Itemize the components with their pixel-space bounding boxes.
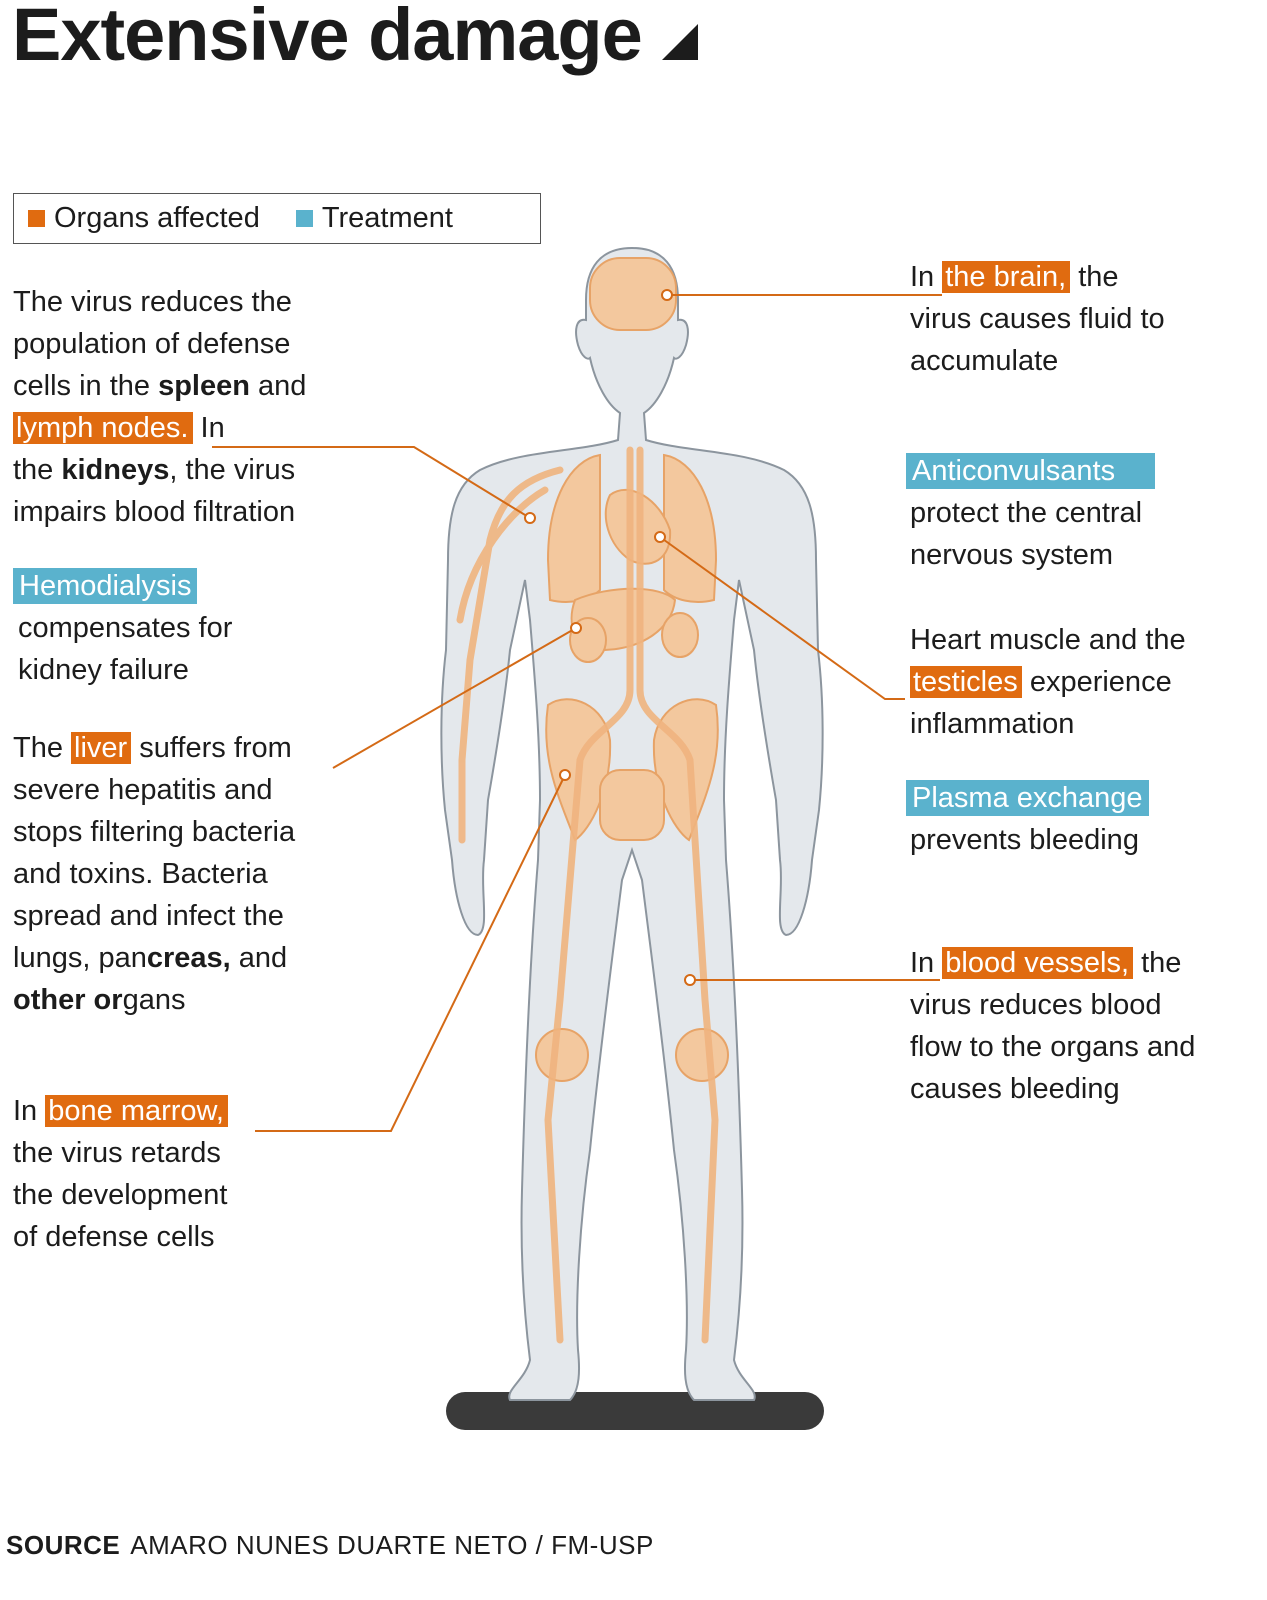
legend-treatment-label: Treatment bbox=[321, 202, 453, 234]
spleen-line: The virus reduces the bbox=[13, 286, 292, 318]
text-run: the bbox=[13, 454, 62, 486]
text-run: the bbox=[1070, 261, 1119, 293]
source-text: AMARO NUNES DUARTE NETO / FM-USP bbox=[130, 1530, 654, 1560]
vessels-annotation: In blood vessels, the virus reduces bloo… bbox=[910, 942, 1195, 1110]
liver-line: stops filtering bacteria bbox=[13, 816, 296, 848]
tag-anticonvulsants: Anticonvulsants bbox=[906, 453, 1156, 489]
heart-line: inflammation bbox=[910, 708, 1075, 740]
sacrum bbox=[599, 769, 665, 841]
legend-organs-label: Organs affected bbox=[54, 202, 260, 234]
spleen-line: the kidneys, the virus bbox=[13, 449, 306, 491]
hemodialysis-line: compensates for bbox=[18, 612, 233, 644]
spleen-line: impairs blood filtration bbox=[13, 496, 296, 528]
plasma-annotation: Plasma exchange prevents bleeding bbox=[906, 777, 1149, 861]
spleen-line: lymph nodes. In bbox=[13, 407, 306, 449]
hemodialysis-line: kidney failure bbox=[18, 654, 189, 686]
spleen-line: cells in the spleen and bbox=[13, 365, 306, 407]
kidney-right bbox=[661, 612, 699, 658]
liver-line: lungs, pancreas, and bbox=[13, 937, 295, 979]
text-run: suffers from bbox=[131, 732, 292, 764]
lung-right bbox=[663, 453, 718, 603]
heart-line: testicles experience bbox=[910, 661, 1186, 703]
highlight-bone-marrow: bone marrow, bbox=[45, 1095, 228, 1127]
legend-item-treatment: Treatment bbox=[295, 202, 453, 235]
text-run: and bbox=[249, 370, 307, 402]
bold-term: other or bbox=[13, 984, 123, 1016]
highlight-liver: liver bbox=[71, 732, 132, 764]
text-run: and bbox=[230, 942, 288, 974]
brain-annotation: In the brain, the virus causes fluid to … bbox=[910, 256, 1165, 382]
text-run: the bbox=[1133, 947, 1182, 979]
liver-line: The liver suffers from bbox=[13, 727, 295, 769]
spleen-annotation: The virus reduces the population of defe… bbox=[13, 281, 306, 533]
leader-lines bbox=[212, 294, 942, 1132]
anticonvulsants-annotation: Anticonvulsants protect the central nerv… bbox=[906, 450, 1156, 576]
marrow-line: of defense cells bbox=[13, 1221, 215, 1253]
page-title: Extensive damage bbox=[12, 0, 643, 76]
anticonvulsants-line: protect the central bbox=[910, 497, 1143, 529]
tag-hemodialysis: Hemodialysis bbox=[13, 568, 198, 604]
liver-line: other organs bbox=[13, 979, 295, 1021]
bold-term: creas, bbox=[146, 942, 231, 974]
platform-base bbox=[446, 1392, 824, 1430]
treatment-swatch bbox=[295, 210, 313, 227]
knee-right bbox=[675, 1028, 729, 1082]
marrow-line: the development bbox=[13, 1179, 228, 1211]
marrow-line: In bone marrow, bbox=[13, 1090, 228, 1132]
liver-line: spread and infect the bbox=[13, 900, 284, 932]
corner-triangle-icon bbox=[662, 24, 698, 60]
liver-annotation: The liver suffers from severe hepatitis … bbox=[13, 727, 295, 1021]
brain-line: accumulate bbox=[910, 345, 1059, 377]
source-footer: SOURCE AMARO NUNES DUARTE NETO / FM-USP bbox=[6, 1530, 654, 1561]
anticonvulsants-tag-row: Anticonvulsants bbox=[906, 450, 1156, 492]
anticonvulsants-line: nervous system bbox=[910, 539, 1114, 571]
organs-swatch bbox=[28, 210, 45, 227]
brain-line: In the brain, the bbox=[910, 256, 1165, 298]
heart-line: Heart muscle and the bbox=[910, 624, 1186, 656]
vessels-line: In blood vessels, the bbox=[910, 942, 1195, 984]
text-run: experience bbox=[1021, 666, 1172, 698]
text-run: In bbox=[910, 261, 943, 293]
marrow-line: the virus retards bbox=[13, 1137, 221, 1169]
brain-line: virus causes fluid to bbox=[910, 303, 1165, 335]
liver-line: severe hepatitis and bbox=[13, 774, 273, 806]
heart-annotation: Heart muscle and the testicles experienc… bbox=[910, 619, 1186, 745]
bold-term: kidneys bbox=[61, 454, 170, 486]
source-label: SOURCE bbox=[6, 1530, 121, 1560]
highlight-blood-vessels: blood vessels, bbox=[942, 947, 1134, 979]
vessels-line: causes bleeding bbox=[910, 1073, 1120, 1105]
text-run: The bbox=[13, 732, 72, 764]
highlight-testicles: testicles bbox=[910, 666, 1022, 698]
text-run: lungs, pan bbox=[13, 942, 147, 974]
bold-term: spleen bbox=[158, 370, 250, 402]
hemodialysis-tag-row: Hemodialysis bbox=[13, 565, 232, 607]
text-run: In bbox=[192, 412, 225, 444]
spleen-line: population of defense bbox=[13, 328, 291, 360]
leader-dots bbox=[524, 289, 696, 986]
vessels-line: flow to the organs and bbox=[910, 1031, 1196, 1063]
text-run: , the virus bbox=[169, 454, 296, 486]
legend: Organs affected Treatment bbox=[13, 193, 541, 244]
plasma-tag-row: Plasma exchange bbox=[906, 777, 1149, 819]
text-run: In bbox=[13, 1095, 46, 1127]
plasma-line: prevents bleeding bbox=[910, 824, 1139, 856]
text-run: gans bbox=[122, 984, 186, 1016]
highlight-lymph-nodes: lymph nodes. bbox=[13, 412, 193, 444]
tag-plasma-exchange: Plasma exchange bbox=[906, 780, 1149, 816]
knee-left bbox=[535, 1028, 589, 1082]
hemodialysis-annotation: Hemodialysis compensates for kidney fail… bbox=[13, 565, 232, 691]
marrow-annotation: In bone marrow, the virus retards the de… bbox=[13, 1090, 228, 1258]
vessels-group bbox=[456, 446, 719, 1344]
text-run: cells in the bbox=[13, 370, 159, 402]
liver-line: and toxins. Bacteria bbox=[13, 858, 268, 890]
highlight-brain: the brain, bbox=[942, 261, 1071, 293]
text-run: In bbox=[910, 947, 943, 979]
vessels-line: virus reduces blood bbox=[910, 989, 1162, 1021]
legend-item-organs: Organs affected bbox=[28, 202, 260, 235]
